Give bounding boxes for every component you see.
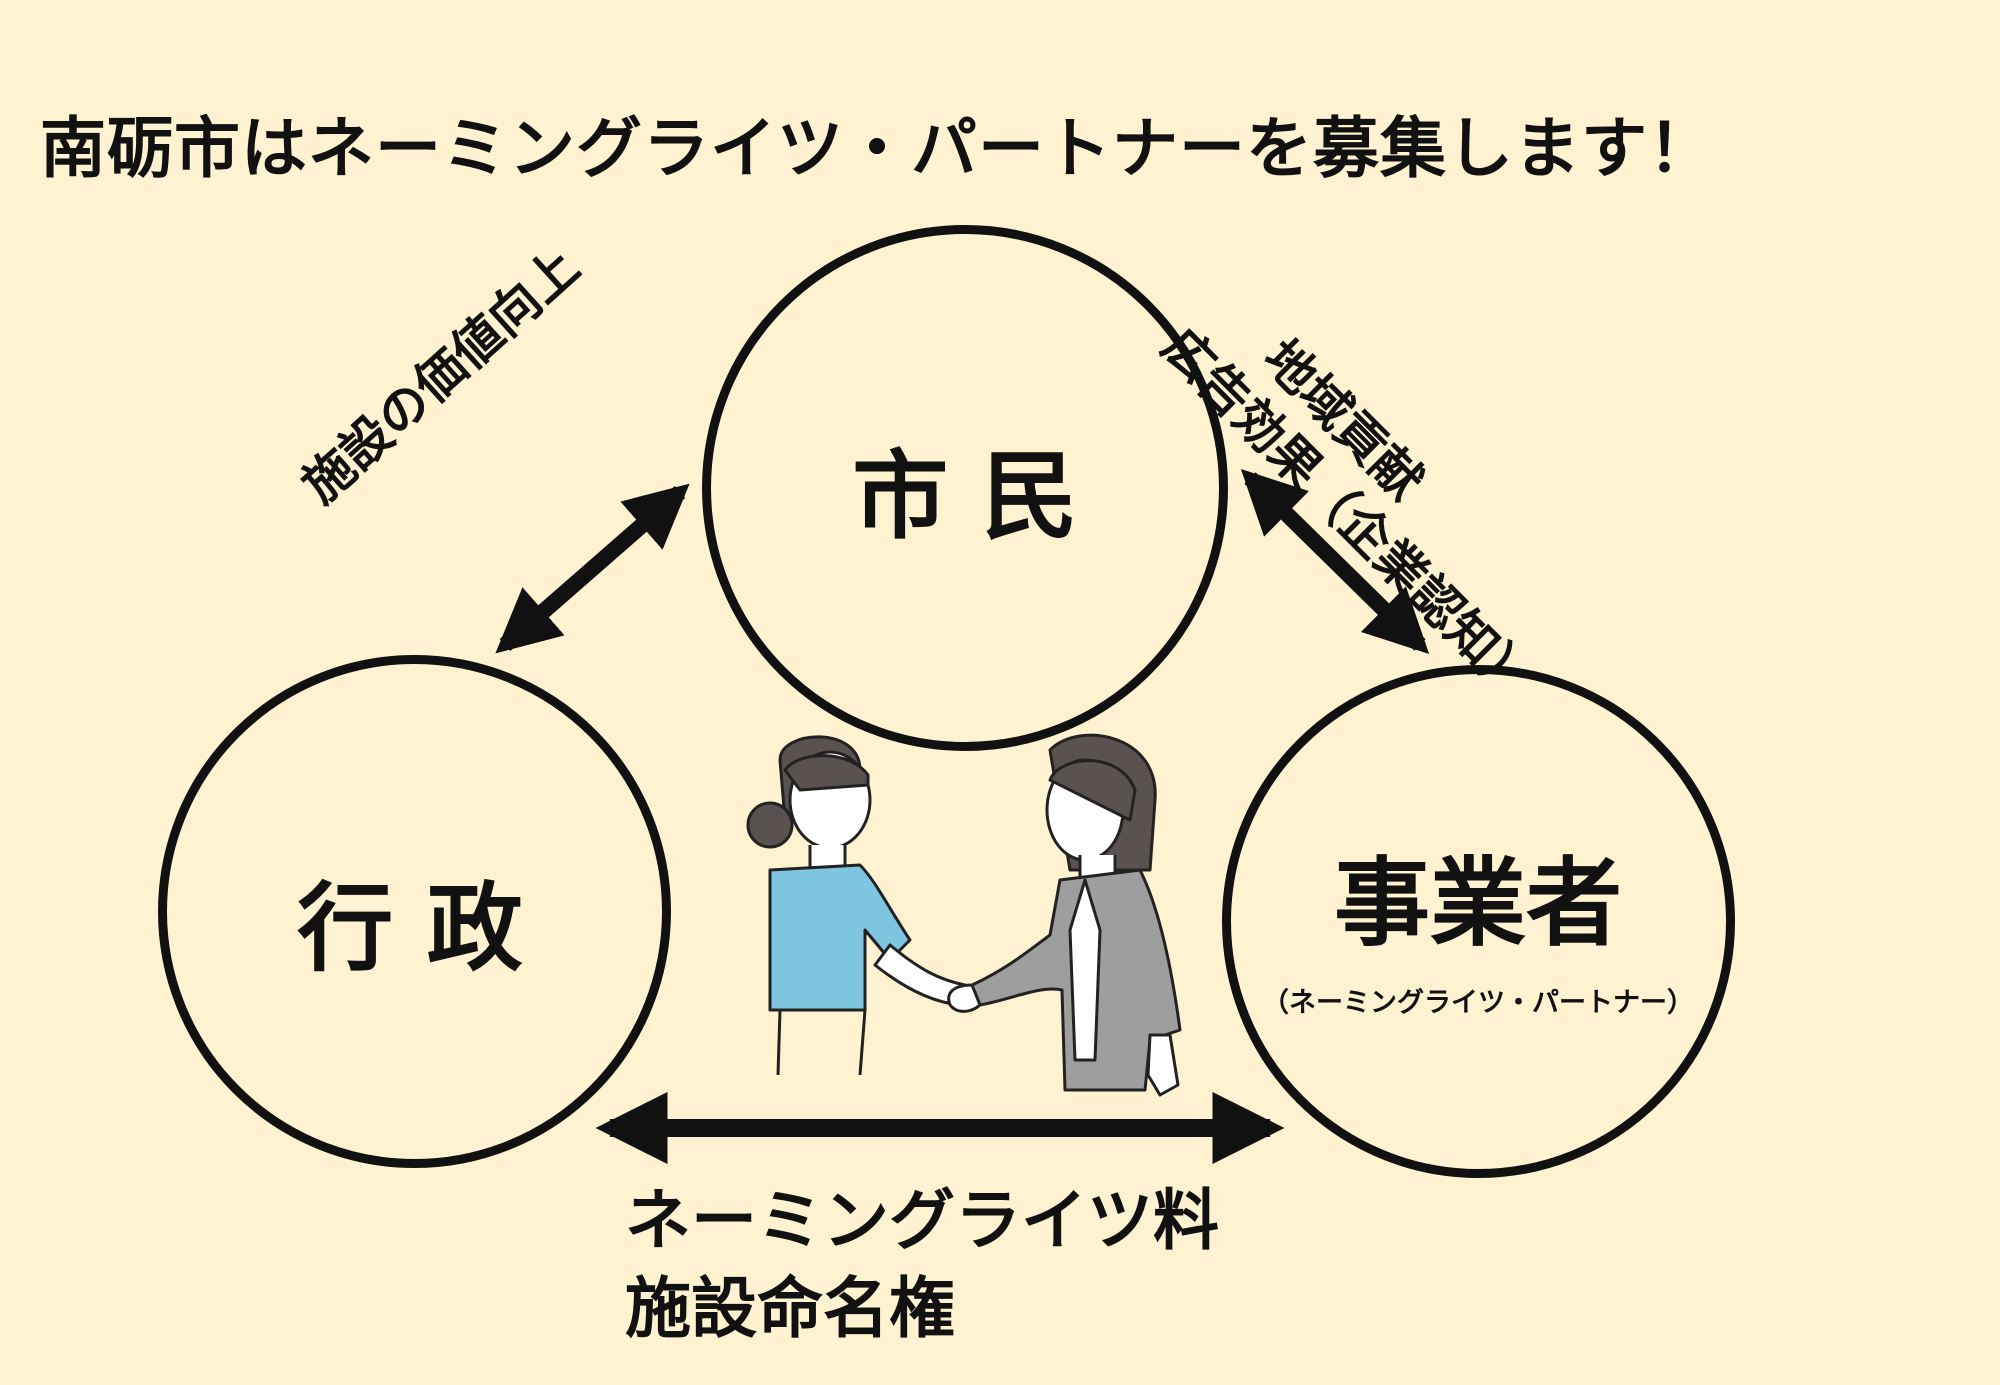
arrow-citizens-business xyxy=(1240,469,1430,654)
relation-gov-business-line1: ネーミングライツ料 xyxy=(625,1182,1219,1259)
handshake-illustration xyxy=(746,733,1182,1097)
node-government xyxy=(158,655,671,1168)
arrow-gov-citizens xyxy=(495,483,690,654)
person-left xyxy=(746,735,967,1076)
person-right xyxy=(947,733,1182,1097)
node-business-label: 事業者 xyxy=(1334,847,1622,960)
node-business xyxy=(1222,665,1735,1178)
relation-gov-business-line2: 施設命名権 xyxy=(625,1270,955,1347)
node-business-sublabel: （ネーミングライツ・パートナー） xyxy=(1262,987,1694,1019)
page-title: 南砺市はネーミングライツ・パートナーを募集します！ xyxy=(40,110,1715,187)
node-citizens xyxy=(702,225,1228,751)
node-government-label: 行 政 xyxy=(297,872,523,985)
node-citizens-label: 市 民 xyxy=(852,440,1078,553)
